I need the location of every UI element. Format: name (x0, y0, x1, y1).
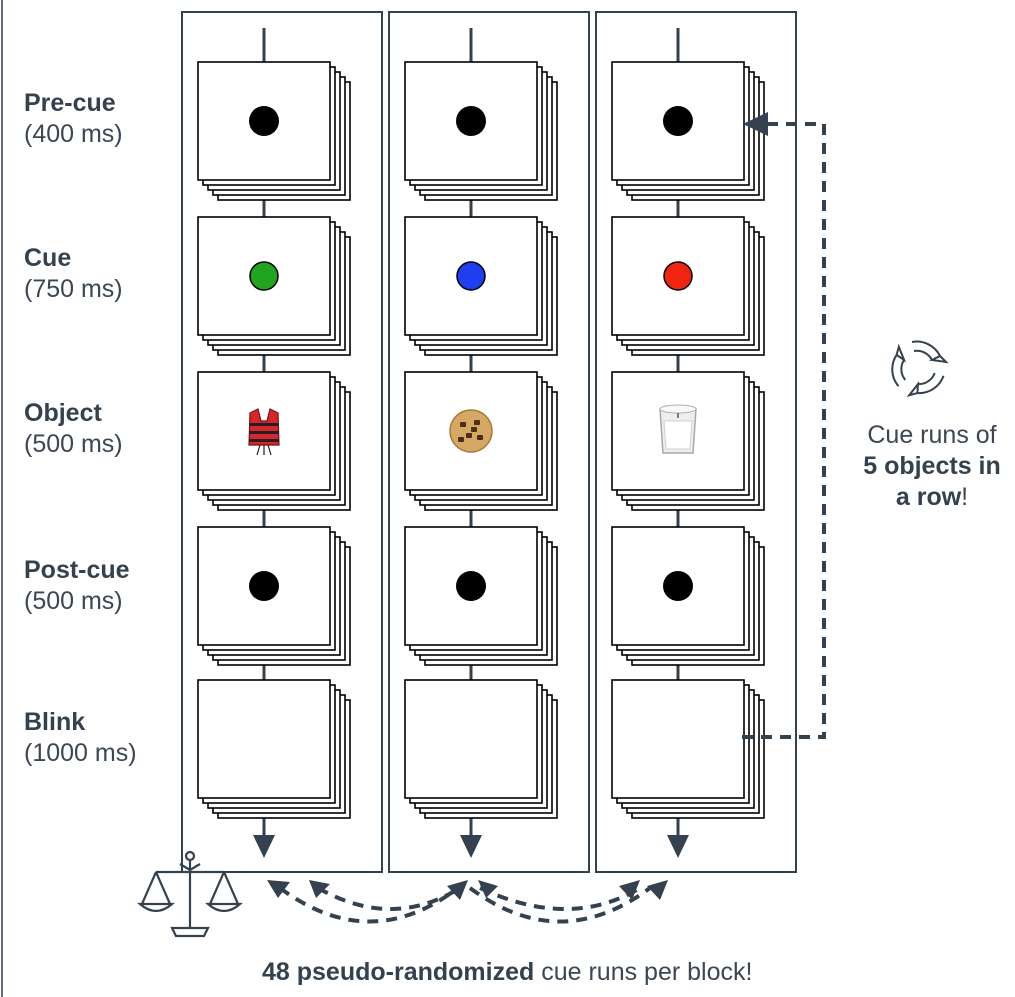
phase-title: Blink (24, 708, 86, 736)
phase-label-post-cue: Post-cue (500 ms) (24, 555, 130, 617)
screen-stack (611, 216, 765, 356)
screen-card (611, 679, 745, 799)
phase-duration: (500 ms) (24, 430, 123, 458)
phase-title: Pre-cue (24, 89, 116, 117)
cookie-icon (449, 409, 493, 453)
footer-caption: 48 pseudo-randomized cue runs per block! (262, 958, 752, 987)
cue-runs-note: Cue runs of 5 objects in a row! (812, 420, 1015, 513)
timeline-arrowhead (667, 835, 689, 858)
swap-arrow (278, 886, 460, 924)
recycle-arrow (906, 372, 945, 397)
screen-stack (404, 61, 558, 201)
cue-runs-line1: Cue runs of (867, 421, 997, 449)
recycle-arrow (911, 340, 949, 364)
screen-stack (611, 526, 765, 666)
phase-title: Cue (24, 244, 72, 272)
screen-stack (404, 526, 558, 666)
fixation-dot (249, 571, 279, 601)
screen-card (197, 679, 331, 799)
screen-stack (611, 679, 765, 819)
swap-arrow (317, 886, 462, 911)
recycle-arrow (891, 343, 907, 387)
screen-stack (404, 371, 558, 511)
repeat-loop-line (742, 122, 826, 739)
screen-stack (197, 216, 351, 356)
footer-bold: 48 pseudo-randomized (262, 958, 535, 986)
life-jacket-icon (248, 408, 280, 456)
screen-stack (404, 679, 558, 819)
cue-dot (456, 261, 486, 291)
cue-dot (663, 261, 693, 291)
screen-stack (197, 61, 351, 201)
phase-duration: (1000 ms) (24, 739, 137, 767)
screen-card (404, 371, 538, 491)
balance-scale-icon (137, 850, 243, 938)
footer-rest: cue runs per block! (534, 958, 753, 986)
swap-arrowhead (647, 880, 668, 900)
screen-card (404, 679, 538, 799)
recycle-icon (891, 340, 949, 397)
swap-arrowhead (267, 880, 290, 898)
timeline-arrowhead (253, 835, 275, 858)
fixation-dot (663, 106, 693, 136)
repeat-loop-arrowhead (743, 112, 768, 136)
cue-runs-suffix: ! (961, 483, 969, 511)
screen-stack (197, 679, 351, 819)
phase-title: Object (24, 399, 102, 427)
phase-title: Post-cue (24, 556, 130, 584)
candle-icon (659, 404, 697, 454)
swap-arrow (479, 886, 642, 911)
screen-stack (611, 61, 765, 201)
swap-arrowhead (447, 880, 468, 900)
phase-label-object: Object (500 ms) (24, 398, 123, 460)
swap-arrow (468, 886, 652, 924)
phase-duration: (750 ms) (24, 275, 123, 303)
fixation-dot (456, 571, 486, 601)
screen-card (404, 216, 538, 336)
screen-stack (197, 371, 351, 511)
screen-stack (404, 216, 558, 356)
phase-label-pre-cue: Pre-cue (400 ms) (24, 88, 123, 150)
timeline-arrowhead (460, 835, 482, 858)
phase-duration: (500 ms) (24, 587, 123, 615)
fixation-dot (663, 571, 693, 601)
phase-label-cue: Cue (750 ms) (24, 243, 123, 305)
cue-dot (249, 261, 279, 291)
swap-arrowhead (478, 880, 498, 898)
trial-column (595, 11, 797, 873)
trial-column (181, 11, 383, 873)
swap-arrowhead (619, 880, 640, 900)
trial-column (388, 11, 590, 873)
screen-card (611, 371, 745, 491)
phase-label-blink: Blink (1000 ms) (24, 707, 137, 769)
screen-stack (611, 371, 765, 511)
screen-card (611, 61, 745, 181)
fixation-dot (249, 106, 279, 136)
swap-arrowhead (309, 880, 330, 898)
screen-stack (197, 526, 351, 666)
cue-runs-bold2: a row (895, 483, 962, 511)
phase-duration: (400 ms) (24, 120, 123, 148)
cue-runs-bold: 5 objects in (863, 452, 1001, 480)
fixation-dot (456, 106, 486, 136)
